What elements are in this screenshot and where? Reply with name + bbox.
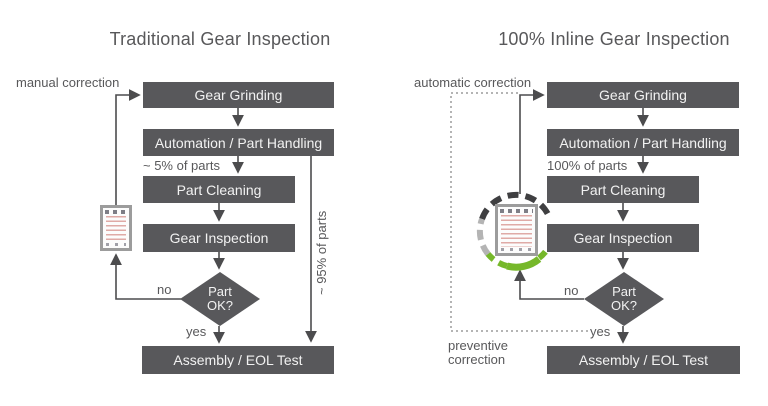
- inline-measurement-gauge-icon: [495, 204, 538, 256]
- right-decision-line1: Part: [612, 284, 636, 299]
- gauge-report-measurement-lines: [501, 215, 532, 247]
- right-box-gear-inspection: Gear Inspection: [547, 224, 699, 252]
- report-header-marks: [105, 210, 127, 214]
- bypass-95-percent-label: ~ 95% of parts: [314, 210, 329, 296]
- left-box-part-cleaning: Part Cleaning: [143, 176, 295, 203]
- manual-correction-loop: [115, 89, 141, 205]
- report-measurement-lines: [106, 216, 126, 242]
- right-decision-line2: OK?: [610, 298, 637, 313]
- left-box-gear-inspection: Gear Inspection: [143, 224, 295, 252]
- left-yes-label: yes: [186, 324, 207, 339]
- right-box-assembly-eol-test: Assembly / EOL Test: [547, 346, 740, 374]
- gauge-ring-green-dash-arc: [485, 251, 508, 269]
- right-box-automation-part-handling: Automation / Part Handling: [547, 129, 739, 156]
- gauge-ring-dark-arc: [479, 191, 553, 221]
- left-no-label: no: [157, 282, 172, 297]
- left-box-automation-part-handling: Automation / Part Handling: [143, 129, 334, 156]
- gauge-report-header-marks: [500, 209, 533, 213]
- right-box-gear-grinding: Gear Grinding: [547, 82, 739, 108]
- automatic-correction-loop: [519, 89, 545, 194]
- left-decision-line2: OK?: [206, 298, 233, 313]
- preventive-correction-dotted-path: [450, 92, 589, 332]
- automatic-correction-label: automatic correction: [414, 75, 532, 90]
- right-box-part-cleaning: Part Cleaning: [547, 176, 699, 203]
- left-share-label: ~ 5% of parts: [143, 158, 220, 173]
- report-footer-marks: [106, 243, 126, 246]
- gauge-ring: [476, 191, 553, 271]
- gauge-ring-gray-arc: [476, 217, 491, 256]
- right-yes-label: yes: [590, 324, 611, 339]
- left-chart-title: Traditional Gear Inspection: [109, 29, 331, 49]
- left-box-assembly-eol-test: Assembly / EOL Test: [142, 346, 334, 374]
- right-share-label: 100% of parts: [547, 158, 628, 173]
- right-chart-title: 100% Inline Gear Inspection: [498, 29, 730, 49]
- manual-correction-label: manual correction: [16, 75, 120, 90]
- gauge-ring-green-tip: [537, 249, 549, 261]
- gauge-report-footer-marks: [501, 248, 532, 251]
- no-branch-to-report: [110, 253, 181, 300]
- inspection-report-icon: [100, 205, 132, 251]
- gauge-ring-green-solid-arc: [506, 256, 542, 271]
- right-no-label: no: [564, 283, 579, 298]
- left-decision-line1: Part: [208, 284, 232, 299]
- no-branch-to-gauge: [514, 269, 584, 300]
- left-box-gear-grinding: Gear Grinding: [143, 82, 334, 108]
- preventive-correction-label: preventive correction: [448, 338, 508, 367]
